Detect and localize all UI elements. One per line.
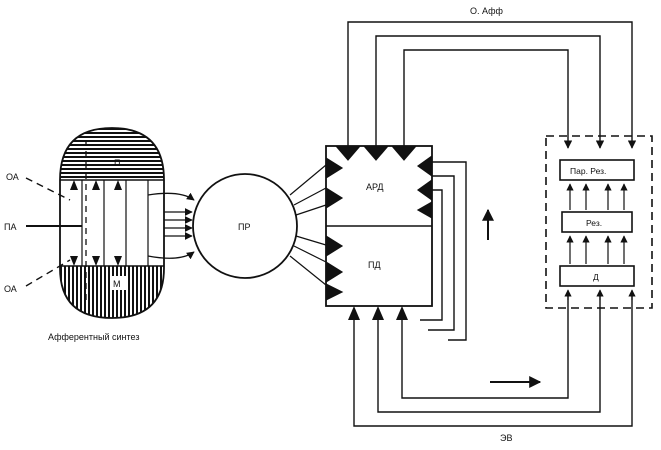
decision-label: ПР [238,222,250,232]
reverse-afferentation-lines [347,21,637,150]
input-lines [25,177,82,287]
afferent-synthesis-caption: Афферентный синтез [48,332,139,342]
decision-to-acceptor-lines [289,164,327,286]
action-box [559,265,635,287]
decision-circle [192,173,298,279]
result-stack-frame [545,135,653,309]
acceptor-upper-label: АРД [366,182,384,192]
synthesis-top-label: П [114,158,120,168]
afferent-synthesis-block [59,127,165,319]
input-label-oa-bottom: ОА [4,284,17,294]
result-stack [559,159,636,300]
memory-label-bg [110,276,126,290]
reverse-afferentation-label: О. Афф [470,6,504,16]
efferent-excitation-lines [353,292,633,427]
result-box [561,211,633,233]
action-label: Д [593,272,599,282]
input-label-oa-top: ОА [6,172,19,182]
input-label-pa: ПА [4,222,16,232]
result-params-label: Пар. Рез. [570,166,606,176]
result-params-box [559,159,635,181]
efferent-label: ЭВ [500,433,512,443]
acceptor-lower-label: ПД [368,260,381,270]
synthesis-to-decision-arrows [147,192,195,260]
acceptor-right-connections [420,161,467,341]
result-label: Рез. [586,218,602,228]
acceptor-block [325,145,433,320]
synthesis-bottom-label: М [113,279,121,289]
